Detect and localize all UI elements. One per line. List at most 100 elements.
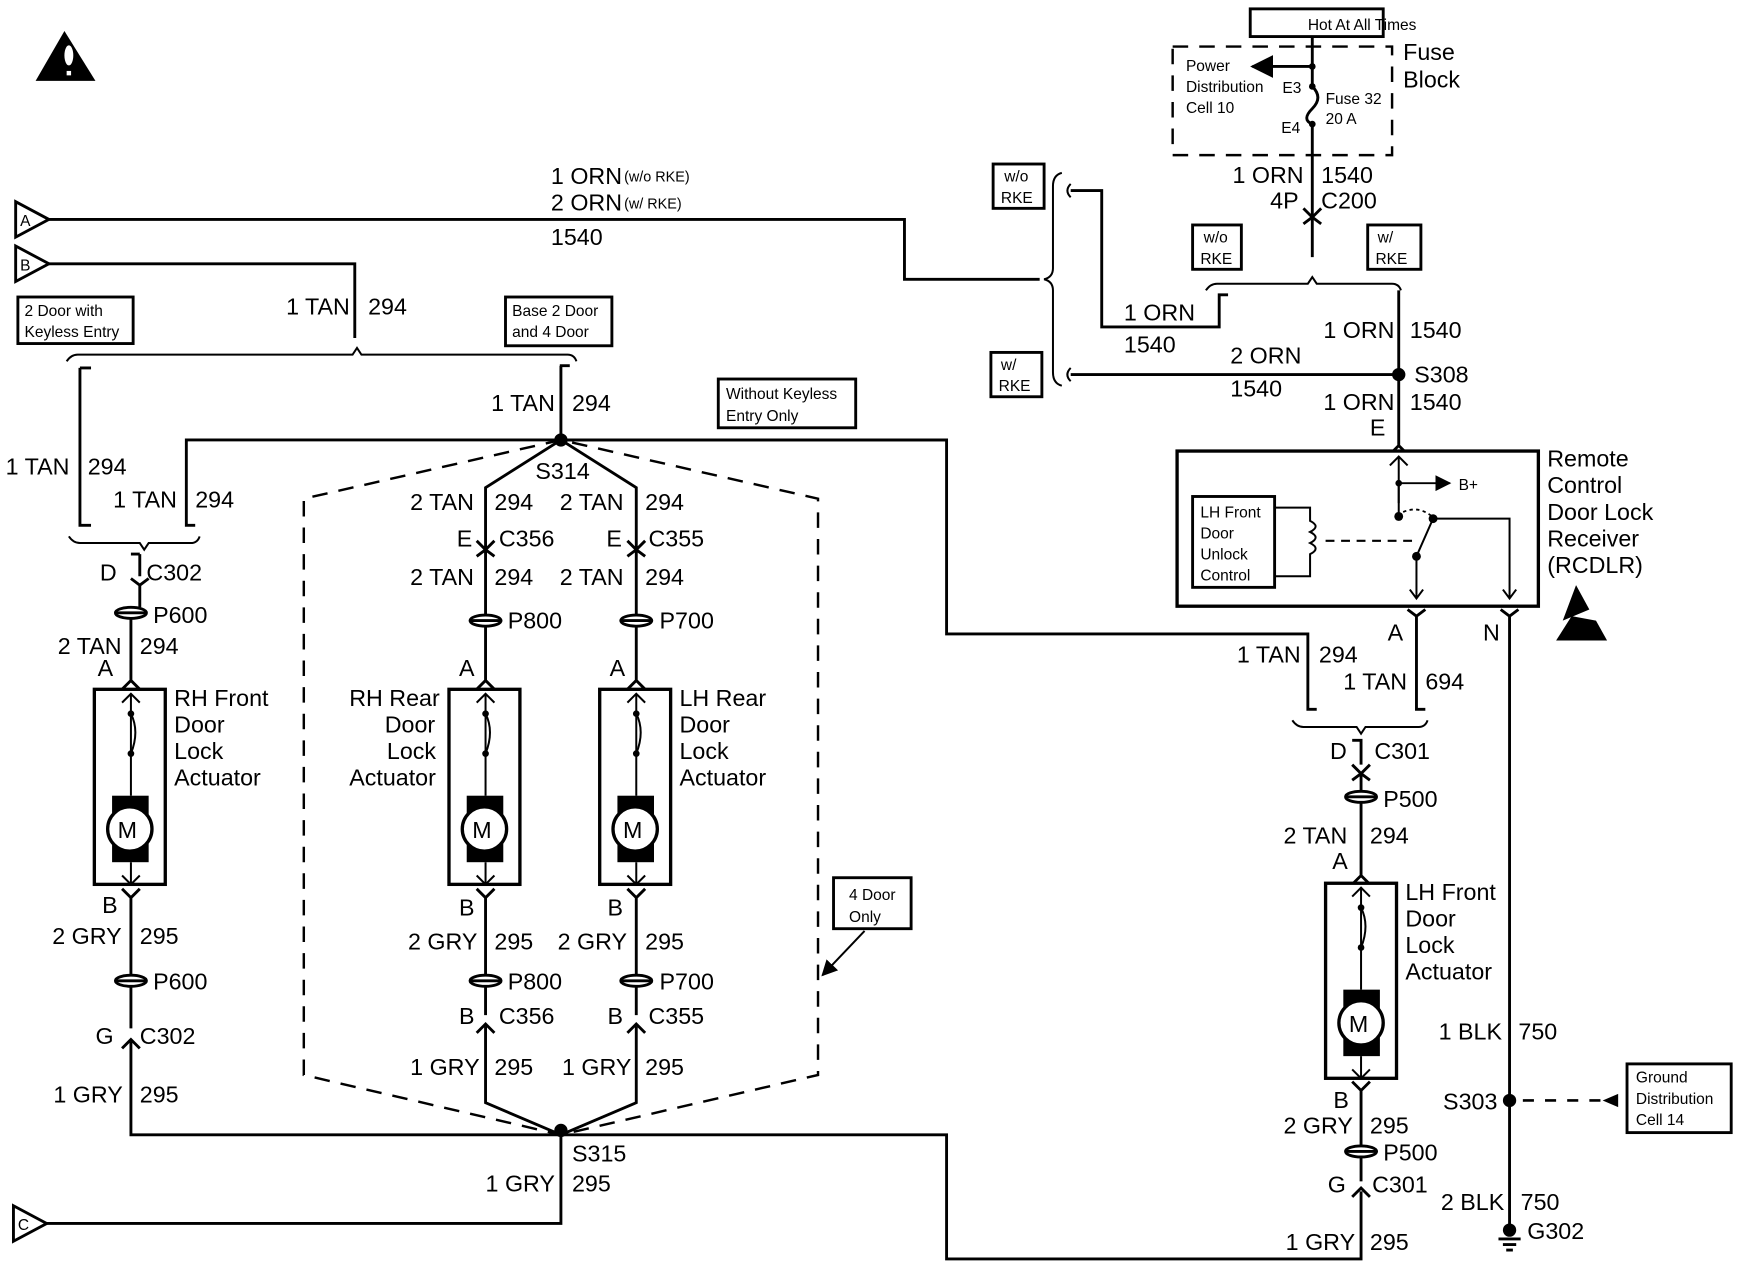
label: 2 GRY	[52, 923, 121, 949]
label: 294	[88, 453, 127, 479]
label: E3	[1282, 80, 1301, 97]
label: 1 ORN	[1323, 317, 1394, 343]
connector-p600-top	[113, 605, 148, 620]
label: B	[607, 1003, 623, 1029]
label: B	[102, 892, 118, 918]
label: 2 Door with	[25, 303, 103, 320]
label: E	[1370, 415, 1386, 441]
note-wo-rke-1: w/o RKE	[991, 162, 1046, 210]
motor-icon: M	[118, 817, 137, 843]
note-wo-rke-2: w/o RKE	[1191, 223, 1243, 271]
label: 2 ORN	[551, 190, 622, 216]
label: 1540	[1124, 331, 1176, 357]
label: 1 TAN	[1343, 668, 1407, 694]
label: w/o	[1203, 230, 1228, 247]
label: 2 TAN	[560, 489, 624, 515]
label: Remote	[1547, 446, 1628, 472]
label: 295	[572, 1170, 611, 1196]
label: Control	[1200, 568, 1250, 585]
ground-icon	[1498, 1223, 1521, 1252]
label: 295	[645, 1054, 684, 1080]
label: Actuator	[1405, 959, 1492, 985]
label: 1540	[1410, 389, 1462, 415]
label: N	[1483, 620, 1500, 646]
label: S308	[1414, 361, 1468, 387]
label: Door	[679, 712, 730, 738]
label: Lock	[174, 738, 224, 764]
label: C302	[140, 1023, 196, 1049]
label: B+	[1459, 477, 1478, 494]
label: Fuse 32	[1326, 91, 1382, 108]
label: P500	[1383, 786, 1437, 812]
label: E	[606, 525, 622, 551]
label: C301	[1372, 1171, 1428, 1197]
rh-front-door-lock-actuator: M	[92, 687, 167, 887]
label: RKE	[1375, 251, 1407, 268]
label: 750	[1518, 1019, 1557, 1045]
label: 295	[1370, 1229, 1409, 1255]
label: A	[1332, 848, 1348, 874]
label: 1 ORN	[1124, 299, 1195, 325]
label: 1 GRY	[562, 1054, 631, 1080]
label: w/o	[1003, 169, 1028, 186]
label: C302	[146, 560, 202, 586]
label: Actuator	[679, 765, 766, 791]
label: A	[1388, 620, 1404, 646]
label: (w/o RKE)	[624, 170, 690, 186]
label: 294	[368, 294, 407, 320]
note-without-keyless: Without Keyless Entry Only	[716, 377, 858, 430]
label: Without Keyless	[726, 386, 837, 403]
label: RKE	[1200, 251, 1232, 268]
label: B	[1333, 1087, 1349, 1113]
label: Lock	[679, 738, 729, 764]
label: Entry Only	[726, 408, 799, 425]
label: 294	[1319, 642, 1358, 668]
label: Receiver	[1547, 525, 1639, 551]
label: Distribution	[1636, 1091, 1714, 1108]
label: 294	[645, 489, 684, 515]
fuse-block	[1171, 45, 1394, 157]
label: D	[1330, 738, 1347, 764]
label: P600	[153, 969, 207, 995]
label: Block	[1403, 67, 1460, 93]
label: A	[98, 655, 114, 681]
label: 294	[140, 633, 179, 659]
motor-icon: M	[623, 817, 642, 843]
motor-icon: M	[1349, 1011, 1368, 1037]
label: 2 TAN	[560, 564, 624, 590]
label: C301	[1374, 738, 1430, 764]
label: Fuse	[1403, 39, 1455, 65]
label: Ground	[1636, 1070, 1688, 1087]
wire-294-rhf-1	[78, 366, 92, 527]
label: (w/ RKE)	[624, 196, 682, 212]
wire-294-lhf	[560, 438, 1317, 711]
wire-294-b	[48, 262, 357, 339]
lh-rear-door-lock-actuator: M	[598, 687, 673, 887]
label: 295	[494, 1054, 533, 1080]
label: S303	[1443, 1088, 1497, 1114]
motor-icon: M	[472, 817, 491, 843]
label: C356	[499, 525, 555, 551]
label: 295	[645, 929, 684, 955]
note-2-door-keyless: 2 Door with Keyless Entry	[16, 295, 135, 345]
label: Door	[1200, 526, 1234, 543]
label: 295	[494, 929, 533, 955]
input-a: A	[14, 199, 52, 240]
label: 20 A	[1326, 111, 1358, 128]
label: 1 GRY	[53, 1082, 122, 1108]
label: 2 TAN	[410, 489, 474, 515]
label: E	[457, 525, 473, 551]
label: 750	[1521, 1189, 1560, 1215]
label: 294	[494, 564, 533, 590]
label: A	[20, 213, 31, 230]
label: RH Front	[174, 685, 269, 711]
label: Distribution	[1186, 79, 1264, 96]
label: G302	[1527, 1218, 1584, 1244]
warning-triangle-icon	[35, 31, 96, 81]
label: D	[100, 560, 117, 586]
label: S314	[535, 458, 589, 484]
label: G	[95, 1023, 113, 1049]
label: 1540	[1230, 376, 1282, 402]
label: Actuator	[349, 765, 436, 791]
label: 2 ORN	[1230, 342, 1301, 368]
